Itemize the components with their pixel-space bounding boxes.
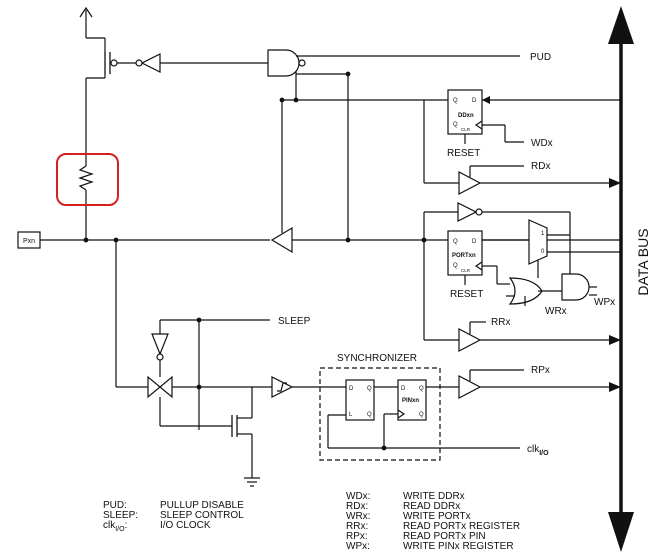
port-reset-label: RESET [450, 289, 483, 300]
svg-text:D: D [472, 98, 477, 104]
ddr-reset-label: RESET [447, 148, 480, 159]
svg-text:WDx:: WDx: [346, 491, 370, 502]
rdx-buffer [423, 100, 621, 195]
svg-text:clkI/O:: clkI/O: [103, 520, 127, 533]
wpx-label: WPx [594, 297, 615, 308]
svg-text:Q: Q [453, 239, 458, 245]
svg-text:Q: Q [419, 412, 424, 418]
svg-text:Q: Q [367, 386, 372, 392]
svg-text:SLEEP CONTROL: SLEEP CONTROL [160, 510, 244, 521]
ddr-flipflop: Q D Q DDxn CLR [447, 89, 621, 144]
pullup-inverter [140, 53, 161, 73]
svg-text:Q: Q [453, 98, 458, 104]
svg-text:WRx:: WRx: [346, 511, 370, 522]
wrx-label: WRx [545, 306, 567, 317]
svg-text:RRx:: RRx: [346, 521, 368, 532]
rpx-buffer [458, 369, 621, 399]
svg-text:CLR: CLR [461, 127, 471, 132]
input-path [115, 240, 346, 487]
svg-text:WRITE PINx REGISTER: WRITE PINx REGISTER [403, 541, 514, 552]
clk-io-label: clkI/O [527, 444, 549, 457]
svg-text:CLR: CLR [461, 268, 471, 273]
sleep-label: SLEEP [278, 316, 311, 327]
svg-text:PULLUP DISABLE: PULLUP DISABLE [160, 500, 244, 511]
wr-or-gate [506, 272, 562, 306]
svg-text:RPx:: RPx: [346, 531, 368, 542]
svg-text:D: D [401, 386, 406, 392]
svg-text:I/O CLOCK: I/O CLOCK [160, 520, 211, 531]
rpx-label: RPx [531, 365, 550, 376]
wdx-label: WDx [531, 138, 553, 149]
pullup-resistor [78, 165, 94, 191]
svg-text:RDx:: RDx: [346, 501, 368, 512]
svg-text:1: 1 [541, 231, 545, 237]
pullup-section [56, 6, 268, 240]
pud-and-gate [267, 49, 520, 77]
svg-text:WRITE DDRx: WRITE DDRx [403, 491, 465, 502]
legend-right: WDx: WRITE DDRx RDx: READ DDRx WRx: WRIT… [346, 491, 520, 552]
resistor-highlight [56, 153, 119, 206]
svg-text:Q: Q [453, 263, 458, 269]
synchronizer-label: SYNCHRONIZER [337, 353, 417, 364]
svg-text:SLEEP:: SLEEP: [103, 510, 138, 521]
svg-text:D: D [472, 239, 477, 245]
svg-text:READ PORTx REGISTER: READ PORTx REGISTER [403, 521, 520, 532]
port-mux: 1 0 [528, 219, 621, 272]
svg-text:READ PORTx PIN: READ PORTx PIN [403, 531, 486, 542]
wp-and-gate [561, 273, 597, 301]
port-name: PORTxn [452, 253, 476, 259]
svg-text:Q: Q [453, 122, 458, 128]
data-bus-label: DATA BUS [635, 228, 651, 295]
svg-text:PUD:: PUD: [103, 500, 127, 511]
rdx-label: RDx [531, 161, 550, 172]
svg-text:READ DDRx: READ DDRx [403, 501, 460, 512]
pud-label: PUD [530, 52, 551, 63]
rrx-label: RRx [491, 317, 510, 328]
port-flipflop: Q D Q PORTxn CLR [447, 230, 530, 285]
ddr-name: DDxn [458, 113, 474, 119]
legend-left: PUD: PULLUP DISABLE SLEEP: SLEEP CONTROL… [103, 500, 244, 533]
pin-label: Pxn [23, 238, 35, 245]
svg-text:D: D [349, 386, 354, 392]
rrx-buffer [423, 240, 621, 352]
svg-text:Q: Q [367, 412, 372, 418]
svg-text:L: L [349, 412, 353, 418]
svg-text:WRITE PORTx: WRITE PORTx [403, 511, 471, 522]
svg-text:WPx:: WPx: [346, 541, 370, 552]
synchronizer: SYNCHRONIZER D Q L Q D Q PINxn Q [319, 353, 520, 461]
sleep-inverter [151, 333, 169, 356]
svg-text:0: 0 [541, 249, 545, 255]
svg-text:Q: Q [419, 386, 424, 392]
data-bus: DATA BUS [608, 6, 651, 552]
pin-ff-name: PINxn [402, 398, 419, 404]
